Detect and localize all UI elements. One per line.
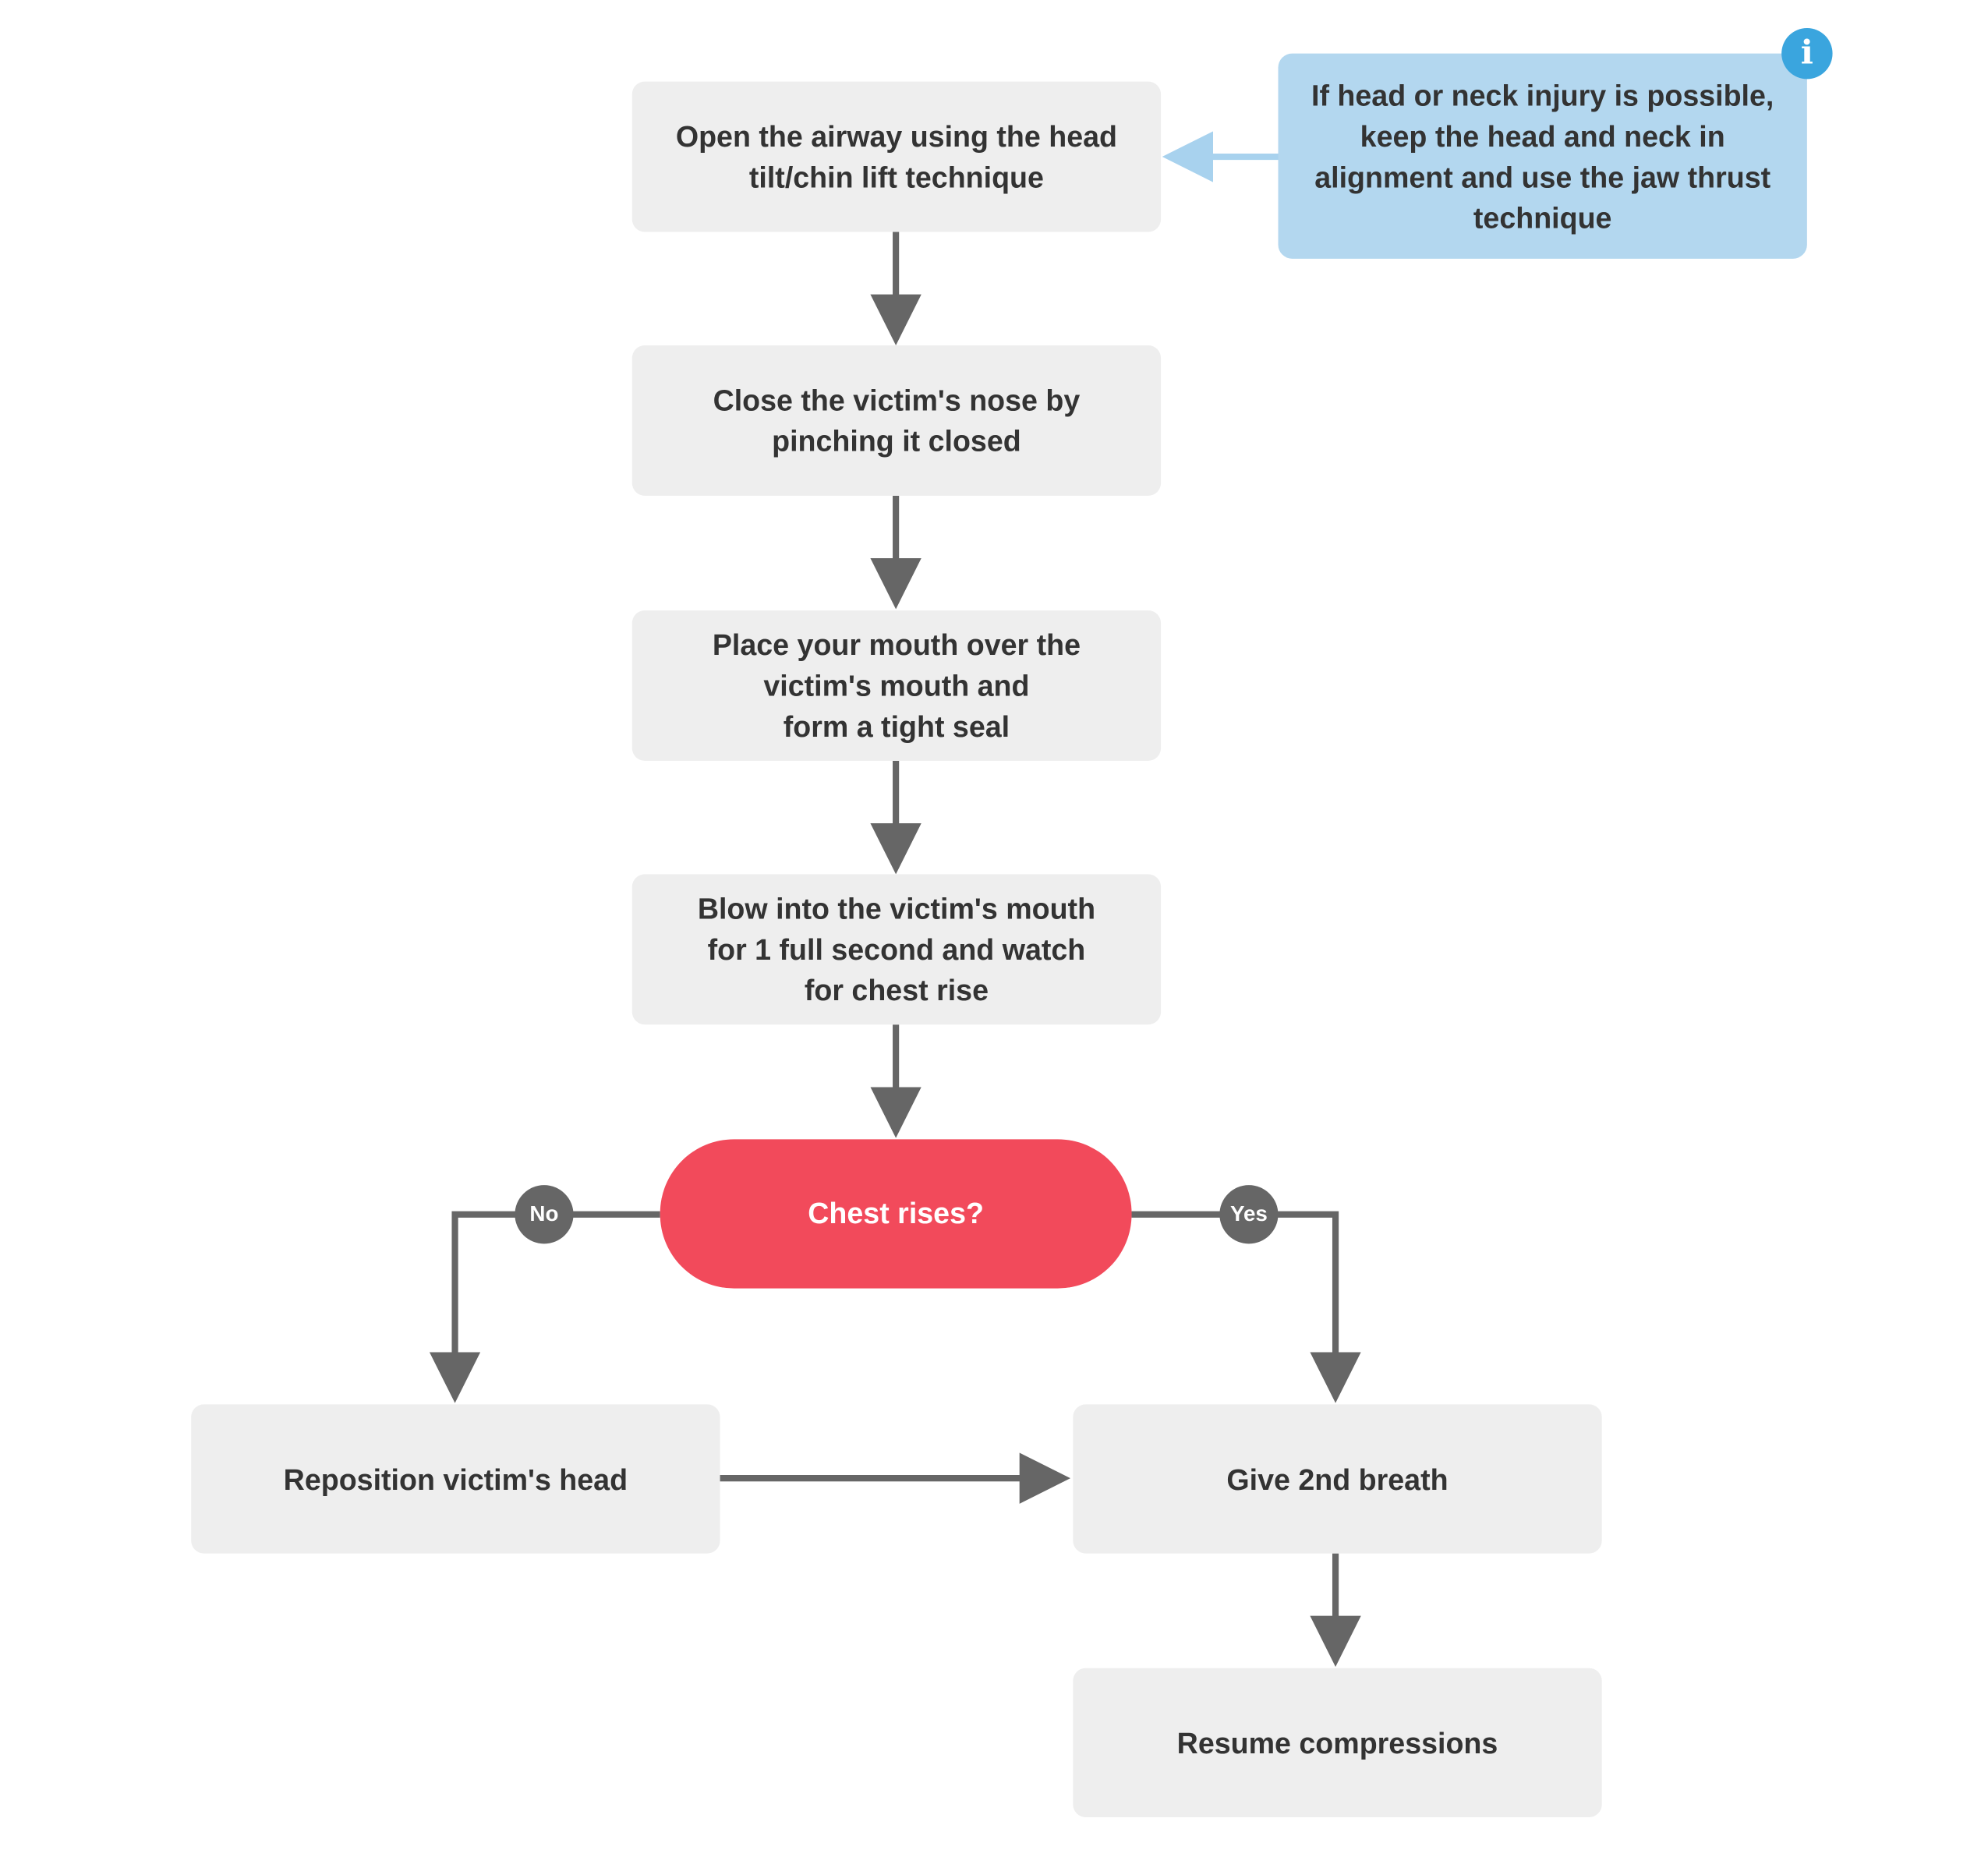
info-icon-glyph: i: [1800, 34, 1813, 73]
step-place-mouth-label: Place your mouth over the victim's mouth…: [712, 628, 1081, 743]
step-place-mouth: Place your mouth over the victim's mouth…: [631, 610, 1162, 761]
decision-chest-rises: Chest rises?: [660, 1139, 1132, 1289]
step-resume-compressions-label: Resume compressions: [1176, 1726, 1498, 1760]
step-reposition-head-label: Reposition victim's head: [283, 1462, 628, 1496]
info-icon: i: [1781, 27, 1833, 80]
step-open-airway: Open the airway using the head tilt/chin…: [631, 81, 1162, 232]
badge-yes-label: Yes: [1229, 1201, 1268, 1226]
step-reposition-head: Reposition victim's head: [191, 1404, 720, 1554]
step-close-nose: Close the victim's nose by pinching it c…: [631, 345, 1162, 496]
edge-decision-no: [429, 1211, 660, 1403]
step-blow-label: Blow into the victim's mouth for 1 full …: [697, 892, 1096, 1007]
step-second-breath-label: Give 2nd breath: [1226, 1462, 1449, 1496]
edge-decision-yes: [1131, 1211, 1361, 1403]
step-second-breath: Give 2nd breath: [1073, 1404, 1602, 1554]
step-close-nose-label: Close the victim's nose by pinching it c…: [713, 384, 1081, 458]
decision-chest-rises-label: Chest rises?: [808, 1196, 984, 1230]
step-resume-compressions: Resume compressions: [1073, 1668, 1602, 1817]
badge-no: No: [515, 1185, 574, 1244]
badge-no-label: No: [529, 1201, 559, 1226]
note-neck-injury-text: If head or neck injury is possible, keep…: [1311, 78, 1774, 234]
note-neck-injury: If head or neck injury is possible, keep…: [1278, 53, 1807, 259]
badge-yes: Yes: [1219, 1185, 1279, 1244]
step-open-airway-label: Open the airway using the head tilt/chin…: [675, 119, 1118, 194]
step-blow: Blow into the victim's mouth for 1 full …: [631, 874, 1162, 1025]
